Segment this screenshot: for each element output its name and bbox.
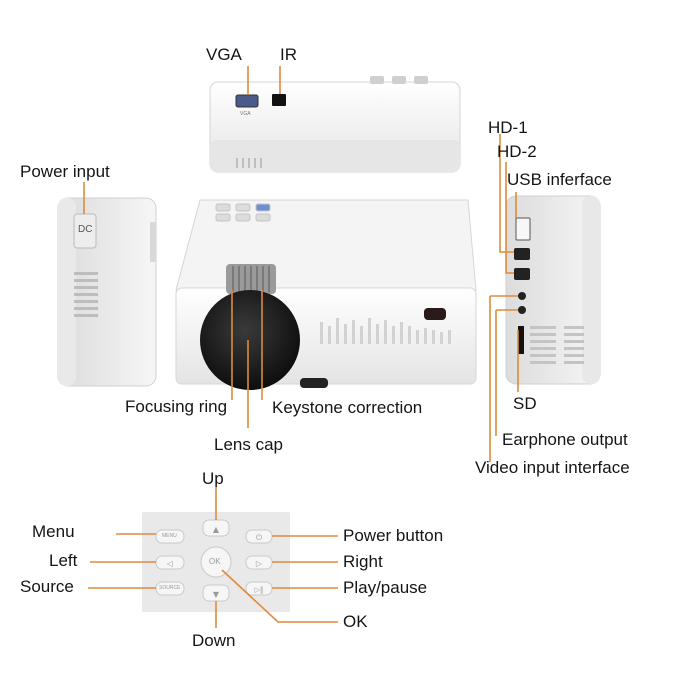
ir-window-front bbox=[424, 308, 446, 320]
sd-slot bbox=[518, 326, 524, 354]
hd1-label: HD-1 bbox=[488, 118, 528, 138]
source-label: Source bbox=[20, 577, 74, 597]
vga-port bbox=[236, 95, 258, 107]
ok-label: OK bbox=[343, 612, 368, 632]
usb-label: USB inferface bbox=[507, 170, 612, 190]
lens-cap-label: Lens cap bbox=[214, 435, 283, 455]
svg-text:▷: ▷ bbox=[256, 559, 263, 568]
svg-text:▷‖: ▷‖ bbox=[255, 586, 264, 594]
ir-receiver bbox=[272, 94, 286, 106]
sd-label: SD bbox=[513, 394, 537, 414]
earphone-port bbox=[518, 306, 526, 314]
earphone-label: Earphone output bbox=[502, 430, 628, 450]
focusing-ring-label: Focusing ring bbox=[125, 397, 227, 417]
menu-label: Menu bbox=[32, 522, 75, 542]
keystone-label: Keystone correction bbox=[272, 398, 422, 418]
video-input-label: Video input interface bbox=[475, 458, 630, 478]
svg-text:⏻: ⏻ bbox=[256, 533, 263, 542]
usb-port bbox=[516, 218, 530, 240]
dc-port-text: DC bbox=[78, 224, 92, 236]
right-label: Right bbox=[343, 552, 383, 572]
source-key-text: SOURCE bbox=[159, 585, 180, 591]
svg-text:▼: ▼ bbox=[213, 590, 220, 599]
power-input-label: Power input bbox=[20, 162, 110, 182]
ok-key-text: OK bbox=[209, 557, 221, 566]
ir-label: IR bbox=[280, 45, 297, 65]
up-label: Up bbox=[202, 469, 224, 489]
svg-text:◁: ◁ bbox=[166, 559, 173, 568]
vga-label: VGA bbox=[206, 45, 242, 65]
play-pause-label: Play/pause bbox=[343, 578, 427, 598]
av-port bbox=[518, 292, 526, 300]
down-label: Down bbox=[192, 631, 235, 651]
left-label: Left bbox=[49, 551, 77, 571]
hdmi-port-1 bbox=[514, 248, 530, 260]
hdmi-port-2 bbox=[514, 268, 530, 280]
hd2-label: HD-2 bbox=[497, 142, 537, 162]
menu-key-text: MENU bbox=[162, 533, 177, 539]
vga-port-text: VGA bbox=[240, 111, 251, 117]
right-view-projector bbox=[506, 196, 600, 384]
lens-cap bbox=[200, 290, 300, 390]
front-view-projector bbox=[176, 200, 476, 390]
svg-text:▲: ▲ bbox=[213, 525, 220, 534]
left-view-projector bbox=[58, 198, 156, 386]
power-button-label: Power button bbox=[343, 526, 443, 546]
